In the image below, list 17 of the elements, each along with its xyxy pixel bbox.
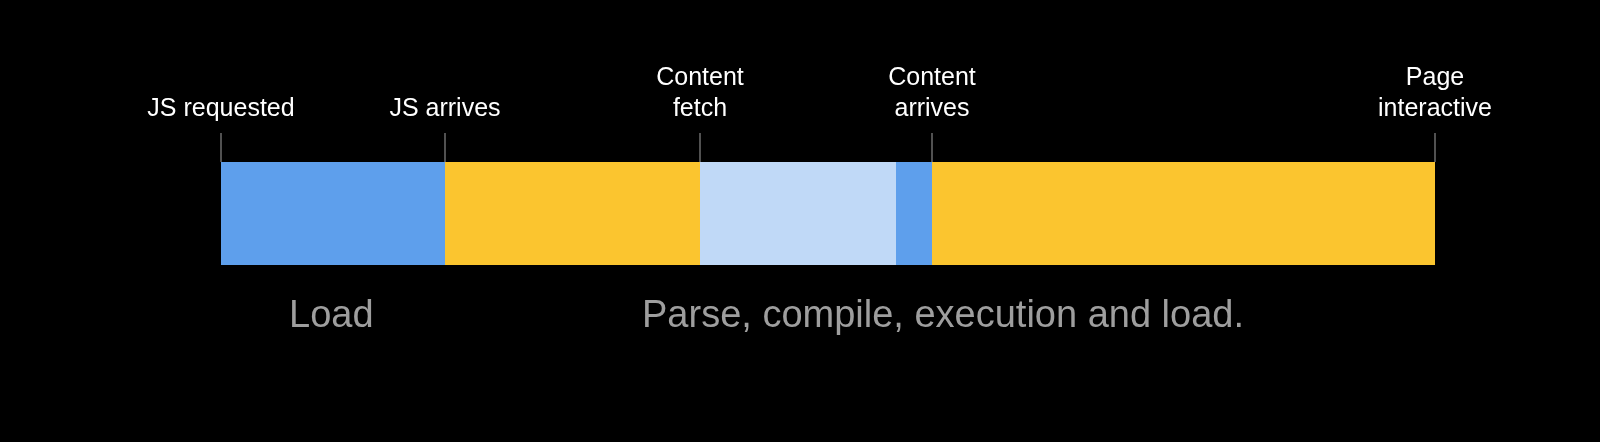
event-label: Page interactive bbox=[1360, 61, 1510, 123]
timeline-segment bbox=[700, 162, 896, 265]
leader-line bbox=[1434, 132, 1436, 163]
timeline-segment bbox=[896, 162, 932, 265]
phase-label: Parse, compile, execution and load. bbox=[642, 292, 1245, 336]
timeline-segment bbox=[932, 162, 1435, 265]
leader-line bbox=[931, 132, 933, 163]
event-label: JS requested bbox=[147, 92, 295, 123]
timeline-segment bbox=[221, 162, 445, 265]
leader-line bbox=[220, 132, 222, 163]
event-label: Content arrives bbox=[867, 61, 997, 123]
leader-line bbox=[699, 132, 701, 163]
timeline-segment bbox=[445, 162, 700, 265]
phase-label: Load bbox=[289, 292, 374, 336]
event-label: Content fetch bbox=[635, 61, 765, 123]
leader-line bbox=[444, 132, 446, 163]
event-label: JS arrives bbox=[389, 92, 501, 123]
